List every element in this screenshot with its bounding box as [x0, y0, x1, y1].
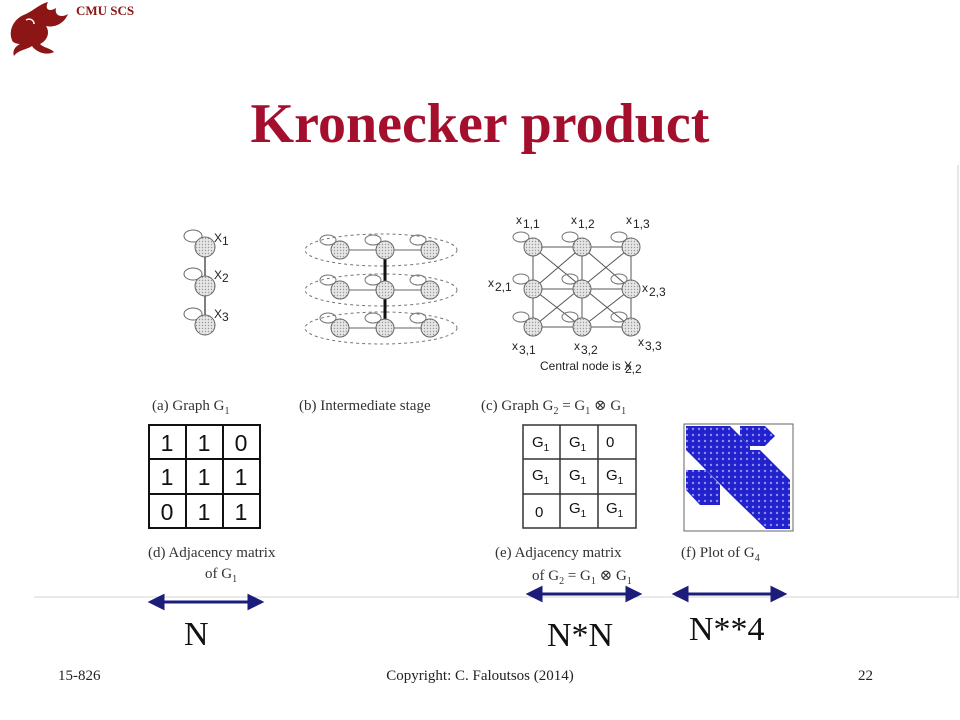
matrix-cell: 1 — [235, 464, 248, 490]
graph-node — [194, 275, 216, 297]
svg-text:G1: G1 — [606, 500, 624, 520]
adjacency-matrix-g1: 1 1 0 1 1 1 0 1 1 — [148, 424, 261, 529]
caption-e-line1: (e) Adjacency matrix — [495, 545, 622, 561]
node-label-sub: 3 — [222, 310, 229, 324]
node-label: x — [571, 213, 577, 227]
node-label-sub: 2,1 — [495, 280, 512, 294]
caption-a: (a) Graph G — [152, 398, 225, 414]
svg-text:G1: G1 — [532, 467, 550, 487]
intermediate-stage-graph — [304, 233, 458, 345]
caption-d-line1: (d) Adjacency matrix — [148, 545, 276, 561]
node-label-sub: 1 — [222, 234, 229, 248]
footer-course-number: 15-826 — [58, 668, 101, 684]
matrix-cell: 1 — [235, 499, 248, 525]
caption-e-line2: of G — [532, 568, 559, 584]
node-label: x — [626, 213, 632, 227]
svg-text:(a) Graph G1: (a) Graph G1 — [152, 398, 229, 417]
node-label-sub: 2 — [222, 271, 229, 285]
svg-text:of G1: of G1 — [205, 566, 237, 585]
svg-text:G1: G1 — [569, 467, 587, 487]
caption-c: (c) Graph G — [481, 398, 554, 414]
node-label-sub: 1,1 — [523, 217, 540, 231]
header-label: CMU SCS — [76, 3, 135, 18]
matrix-cell: 0 — [161, 499, 174, 525]
size-label-n4: N**4 — [689, 611, 765, 648]
size-label-nn: N*N — [547, 617, 613, 654]
svg-text:of G2 = G1 ⊗ G1: of G2 = G1 ⊗ G1 — [532, 568, 632, 587]
adjacency-matrix-g2: G1 G1 0 G1 G1 G1 0 G1 G1 — [522, 424, 637, 529]
node-label: X — [214, 231, 222, 245]
node-label-sub: 3,3 — [645, 339, 662, 353]
node-label: X — [214, 307, 222, 321]
matrix-cell: 1 — [198, 430, 211, 456]
matrix-cell: 1 — [198, 499, 211, 525]
svg-text:G1: G1 — [606, 467, 624, 487]
svg-text:G1: G1 — [569, 434, 587, 454]
node-label-sub: 1,3 — [633, 217, 650, 231]
node-label: x — [638, 335, 644, 349]
caption-a-sub: 1 — [224, 406, 229, 417]
caption-f: (f) Plot of G — [681, 545, 755, 561]
svg-text:G1: G1 — [569, 500, 587, 520]
graph-node — [194, 236, 216, 258]
matrix-cell: 1 — [161, 430, 174, 456]
node-label: x — [512, 339, 518, 353]
size-label-n: N — [184, 616, 209, 653]
footer-copyright: Copyright: C. Faloutsos (2014) — [386, 668, 574, 684]
svg-text:(c) Graph G2 = G1 ⊗ G1: (c) Graph G2 = G1 ⊗ G1 — [481, 398, 626, 417]
node-label: X — [214, 268, 222, 282]
node-label: x — [488, 276, 494, 290]
dragon-logo-icon — [10, 2, 68, 56]
svg-text:G1: G1 — [532, 434, 550, 454]
footer-page-number: 22 — [858, 668, 873, 684]
matrix-cell: 1 — [161, 464, 174, 490]
matrix-cell: 0 — [235, 430, 248, 456]
caption-d-line2: of G — [205, 566, 232, 582]
node-label-sub: 2,3 — [649, 285, 666, 299]
node-label-sub: 3,2 — [581, 343, 598, 357]
slide-title: Kronecker product — [250, 93, 710, 155]
matrix-cell: 1 — [198, 464, 211, 490]
node-label-sub: 3,1 — [519, 343, 536, 357]
plot-g4 — [683, 423, 794, 532]
node-label: x — [574, 339, 580, 353]
node-label: x — [642, 281, 648, 295]
node-label-sub: 1,2 — [578, 217, 595, 231]
central-node-note: Central node is X — [540, 359, 632, 373]
caption-b: (b) Intermediate stage — [299, 398, 431, 414]
svg-text:0: 0 — [606, 434, 614, 451]
graph-g2: x 1,1 x 1,2 x 1,3 x 2,1 x 2,3 x 3,1 x 3,… — [488, 213, 666, 376]
svg-text:0: 0 — [535, 504, 543, 521]
node-label: x — [516, 213, 522, 227]
svg-text:(f) Plot of G4: (f) Plot of G4 — [681, 545, 760, 564]
graph-g1: X 1 X 2 X 3 — [183, 229, 229, 336]
central-node-sub: 2,2 — [625, 362, 642, 376]
graph-node — [194, 314, 216, 336]
